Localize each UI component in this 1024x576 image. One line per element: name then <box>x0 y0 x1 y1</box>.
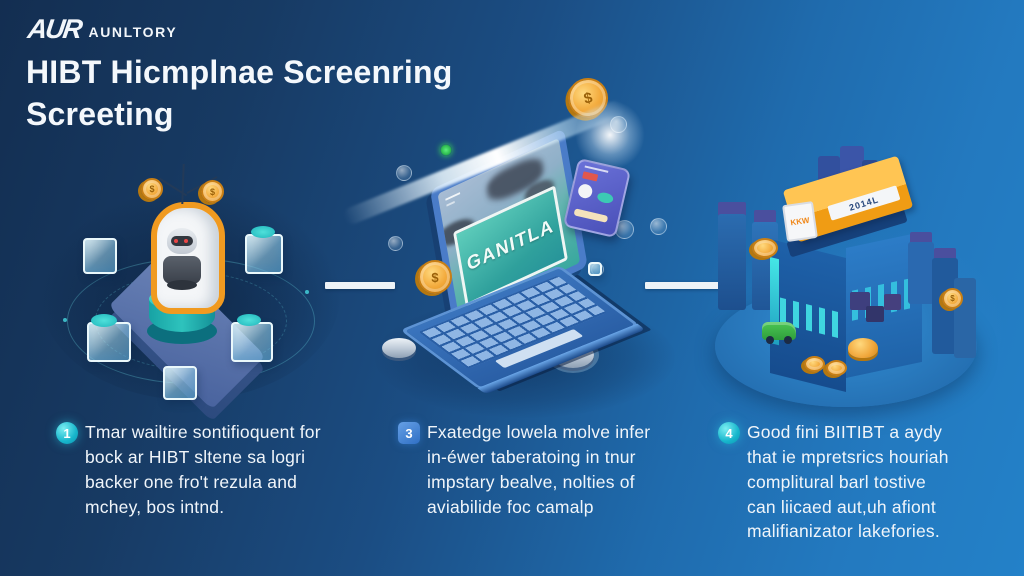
step-line: in-éwer taberatoing in tnur <box>427 446 636 467</box>
capsule-jar <box>151 202 225 314</box>
screen-panel-text: GANITLA <box>465 215 556 276</box>
logo: AUR AUNLTORY <box>25 14 178 44</box>
container-front-text: KKW <box>789 215 811 228</box>
city-building-illustration: 2014L KKW $ <box>700 130 1010 440</box>
tower-top-block <box>934 248 956 260</box>
card-red-bar <box>582 171 599 182</box>
tower-top-block <box>754 210 776 223</box>
logo-mark: AUR <box>25 14 83 44</box>
card-pie-chart <box>576 182 594 200</box>
sparkle-icon <box>440 144 452 156</box>
bubble-icon <box>388 236 403 251</box>
car-wheel <box>784 336 792 344</box>
tower-top-block <box>910 232 932 244</box>
step-item-3: 4 Good fini BIITIBT a aydy that ie mpret… <box>718 420 1018 544</box>
container-front-panel: KKW <box>782 201 818 242</box>
coin-icon <box>804 356 825 372</box>
page-title: HIBT Hicmplnae Screenring Screeting <box>26 52 452 135</box>
coin-symbol: $ <box>149 184 155 194</box>
tower-top-block <box>718 202 746 216</box>
step-line: bock ar HIBT sltene sa logri <box>85 446 306 467</box>
crate-block <box>850 292 870 310</box>
step-line: backer one fro't rezula and <box>85 471 298 492</box>
step-number-badge: 1 <box>56 422 78 444</box>
coin-symbol: $ <box>950 294 955 303</box>
box-icon <box>231 322 273 362</box>
light-flare <box>575 100 645 170</box>
step-text: Tmar wailtire sontifioquent for bock ar … <box>85 420 356 519</box>
step-line: can liicaed aut,uh afiont <box>747 496 936 517</box>
step-item-1: 1 Tmar wailtire sontifioquent for bock a… <box>56 420 356 519</box>
title-line-1: HIBT Hicmplnae Screenring <box>26 54 453 90</box>
cube-icon <box>163 366 197 400</box>
coin-symbol: $ <box>431 269 439 285</box>
teal-accent <box>251 226 275 238</box>
circuit-dot <box>63 318 67 322</box>
teal-accent <box>91 314 117 327</box>
container-label-text: 2014L <box>847 193 880 213</box>
title-line-2: Screeting <box>26 95 174 132</box>
screen-ui-dash <box>444 191 460 201</box>
step-line: mchey, bos intnd. <box>85 496 225 517</box>
connector-dash-2 <box>645 282 741 289</box>
coin-icon <box>826 360 847 376</box>
crate-block <box>866 306 884 322</box>
screen-ui-dash <box>445 201 455 207</box>
step-line: complitural barl tostive <box>747 471 926 492</box>
cluster-building <box>908 242 934 304</box>
crate-block <box>884 294 901 310</box>
card-teal-ellipse <box>596 191 615 205</box>
robot-visor-icon <box>171 236 193 246</box>
coin-pile-icon <box>848 338 878 358</box>
coin-icon: $ <box>942 288 963 309</box>
step-line: aviabilide foc camalp <box>427 496 594 517</box>
laptop-illustration: GANITLA $ $ <box>341 60 690 418</box>
robot-eye-icon <box>184 239 188 243</box>
robot-body-icon <box>163 256 201 284</box>
coin-icon: $ <box>418 260 452 294</box>
cube-icon <box>83 238 117 274</box>
step-item-2: 3 Fxatedge lowela molve infer in-éwer ta… <box>398 420 698 519</box>
step-line: malifianizator lakefories. <box>747 521 940 542</box>
bubble-icon <box>650 218 667 235</box>
coin-icon <box>752 238 778 258</box>
car-icon <box>762 322 796 344</box>
robot-capsule-illustration: $ $ <box>40 150 340 422</box>
coin-icon: $ <box>201 180 224 203</box>
robot-eye-icon <box>174 239 178 243</box>
step-number-badge: 3 <box>398 422 420 444</box>
step-line: that ie mpretsrics houriah <box>747 446 949 467</box>
teal-accent <box>237 314 261 326</box>
connector-dash-1 <box>325 282 395 289</box>
side-tower <box>718 214 746 310</box>
step-line: Good fini BIITIBT a aydy <box>747 422 943 442</box>
card-bottom-bar <box>573 208 609 223</box>
cube-icon <box>588 262 602 276</box>
step-line: Tmar wailtire sontifioquent for <box>85 422 321 442</box>
box-icon <box>87 322 131 362</box>
bubble-icon <box>396 165 412 181</box>
step-line: impstary bealve, nolties of <box>427 471 635 492</box>
button-pill-icon <box>382 338 416 358</box>
logo-text: AUNLTORY <box>88 24 178 40</box>
step-number-badge: 4 <box>718 422 740 444</box>
step-text: Good fini BIITIBT a aydy that ie mpretsr… <box>747 420 1018 544</box>
car-wheel <box>766 336 774 344</box>
robot-base-icon <box>167 280 197 290</box>
circuit-dot <box>305 290 309 294</box>
step-line: Fxatedge lowela molve infer <box>427 422 651 442</box>
coin-icon: $ <box>141 178 163 200</box>
step-text: Fxatedge lowela molve infer in-éwer tabe… <box>427 420 698 519</box>
coin-symbol: $ <box>209 186 215 197</box>
cube-icon <box>245 234 283 274</box>
